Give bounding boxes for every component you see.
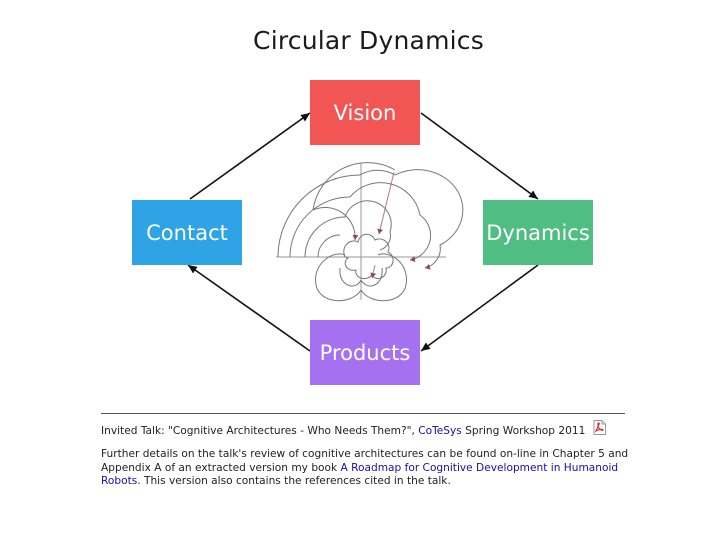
node-dynamics: Dynamics	[483, 200, 593, 265]
arrow-products-to-contact	[187, 264, 311, 352]
further-details-suffix: . This version also contains the referen…	[137, 475, 451, 487]
node-vision-label: Vision	[333, 100, 397, 125]
cotesys-link[interactable]: CoTeSys	[418, 425, 462, 437]
spiral-cardioid-figure-icon	[276, 162, 464, 302]
further-details-text: Further details on the talk's review of …	[101, 448, 629, 474]
invited-talk-line: Invited Talk: "Cognitive Architectures -…	[101, 420, 641, 439]
node-products-label: Products	[319, 340, 411, 365]
arrow-contact-to-vision	[189, 112, 311, 200]
node-products: Products	[310, 320, 420, 385]
roadmap-book-link[interactable]: A Roadmap for Cognitive Development in H…	[101, 461, 619, 488]
pdf-icon[interactable]	[593, 420, 606, 435]
node-vision: Vision	[310, 80, 420, 145]
arrow-vision-to-dynamics	[420, 112, 539, 200]
node-contact-label: Contact	[146, 220, 228, 245]
footer-divider	[101, 413, 625, 414]
node-dynamics-label: Dynamics	[486, 220, 590, 245]
further-details-paragraph: Further details on the talk's review of …	[101, 448, 631, 489]
page-title: Circular Dynamics	[253, 26, 484, 55]
arrow-dynamics-to-products	[420, 264, 539, 352]
workshop-text: Spring Workshop 2011	[461, 425, 586, 437]
invited-talk-text: Invited Talk: "Cognitive Architectures -…	[101, 425, 419, 437]
node-contact: Contact	[132, 200, 242, 265]
